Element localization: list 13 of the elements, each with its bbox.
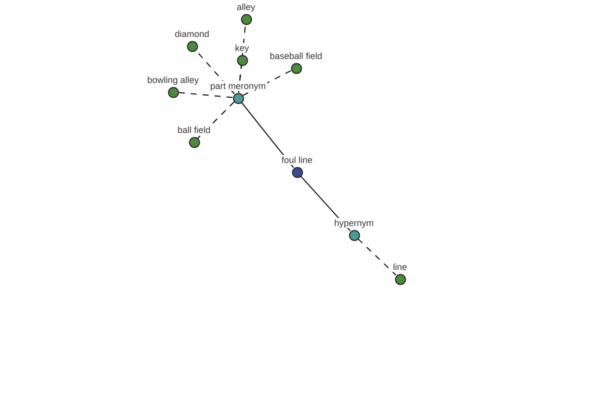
node-label: baseball field <box>268 51 324 61</box>
node-label: bowling alley <box>146 75 200 85</box>
node-label: diamond <box>174 29 210 39</box>
node-label: ball field <box>176 125 212 135</box>
connector-line <box>238 64 242 94</box>
node-label: part meronym <box>209 81 267 91</box>
node-label: key <box>234 43 250 53</box>
node-label: line <box>392 262 408 272</box>
node-label: alley <box>236 2 256 12</box>
connector-line <box>178 92 234 98</box>
node-label: foul line <box>280 155 314 165</box>
node-label: hypernym <box>333 218 375 228</box>
connector-line <box>357 238 397 276</box>
